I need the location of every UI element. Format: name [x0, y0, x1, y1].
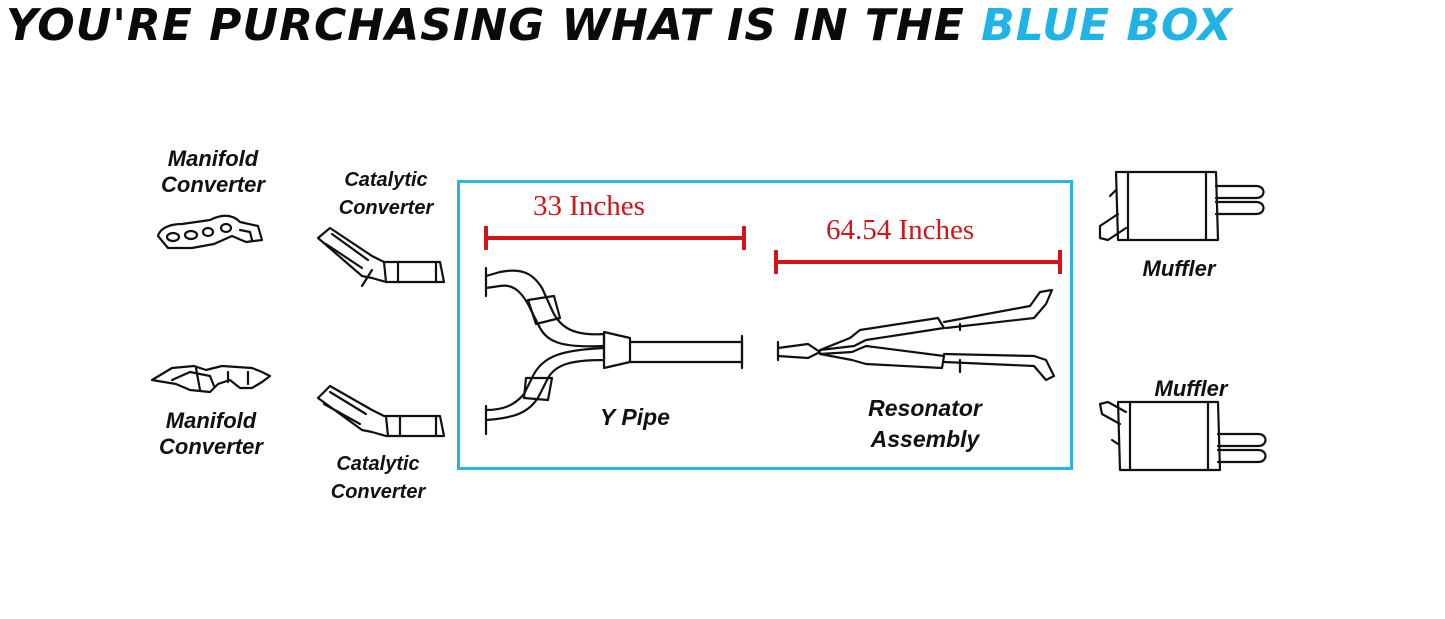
muffler-top-icon — [1098, 170, 1265, 242]
manifold-converter-bottom-icon — [150, 364, 272, 394]
manifold-converter-top-icon — [156, 214, 264, 250]
blue-box — [457, 180, 1073, 470]
y-pipe-label: Y Pipe — [600, 404, 670, 430]
y-pipe-length-label: 33 Inches — [533, 190, 645, 222]
muffler-bottom-icon — [1098, 400, 1267, 472]
resonator-assembly-icon — [776, 288, 1056, 382]
muffler-top-label: Muffler — [1142, 256, 1216, 281]
measurement-lines — [484, 226, 1062, 274]
catalytic-converter-bottom-icon — [316, 384, 446, 438]
y-pipe-icon — [484, 266, 744, 436]
catalytic-converter-top-icon — [316, 226, 446, 288]
resonator-length-label: 64.54 Inches — [826, 214, 975, 246]
headline-highlight: BLUE BOX — [981, 0, 1233, 51]
muffler-bottom-label: Muffler — [1154, 376, 1228, 401]
headline: YOU'RE PURCHASING WHAT IS IN THE BLUE BO… — [6, 0, 1441, 54]
headline-text: YOU'RE PURCHASING WHAT IS IN THE — [6, 0, 982, 51]
